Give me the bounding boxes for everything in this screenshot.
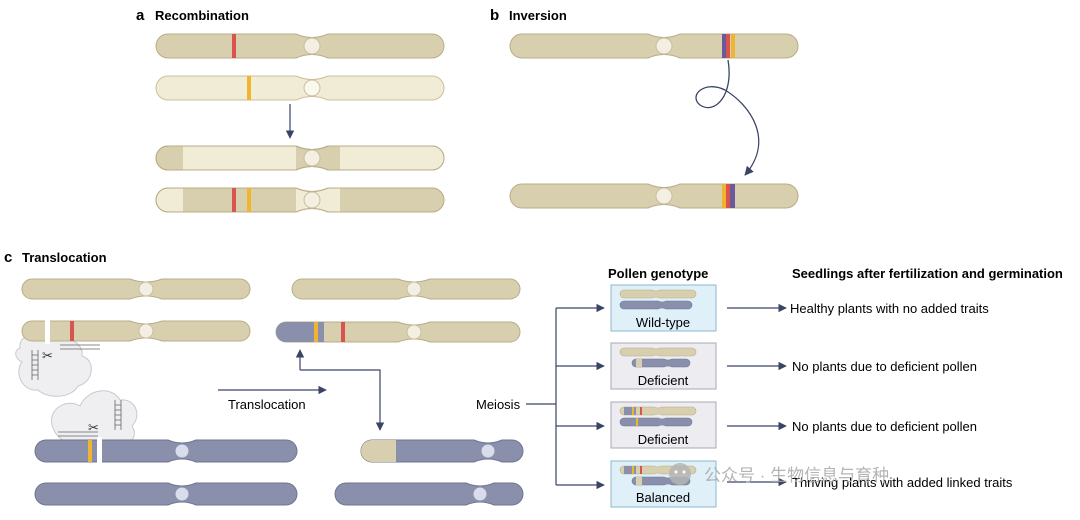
meiosis-branch-lines xyxy=(526,308,557,485)
centromere xyxy=(303,79,321,97)
outcome-label-1: Healthy plants with no added traits xyxy=(790,301,989,316)
centromere xyxy=(138,323,154,339)
genotype-label: Deficient xyxy=(638,432,689,447)
centromere xyxy=(655,37,673,55)
chromosome-c8 xyxy=(334,482,524,506)
purple-marker xyxy=(730,184,735,208)
scissors-icon: ✂ xyxy=(88,420,99,435)
translocation-label: Translocation xyxy=(228,397,306,412)
centromere xyxy=(303,191,321,209)
red-marker xyxy=(726,34,730,58)
genotype-box-wild-type: Wild-type xyxy=(610,284,717,332)
panel-b: b Inversion xyxy=(490,7,799,209)
centromere xyxy=(138,281,154,297)
yellow-marker xyxy=(88,440,92,462)
red-marker xyxy=(726,184,730,208)
meiosis-label: Meiosis xyxy=(476,397,521,412)
panel-b-title: Inversion xyxy=(509,8,567,23)
chromosome-c4 xyxy=(34,482,298,506)
genotype-box-deficient-2: Deficient xyxy=(610,401,717,449)
cut-gap xyxy=(97,437,102,465)
yellow-marker xyxy=(247,76,251,100)
centromere xyxy=(472,486,488,502)
centromere xyxy=(406,324,422,340)
yellow-marker xyxy=(247,188,251,212)
centromere xyxy=(174,443,190,459)
chromosome-b2 xyxy=(509,183,799,209)
chromosome-a3 xyxy=(155,145,445,171)
genotype-label: Wild-type xyxy=(636,315,690,330)
centromere xyxy=(480,443,496,459)
centromere xyxy=(303,37,321,55)
wechat-icon xyxy=(669,463,691,485)
panel-c: c Translocation ✂ ✂ xyxy=(4,249,1063,508)
outcome-label-3: No plants due to deficient pollen xyxy=(792,419,977,434)
cut-site-bubble-bottom xyxy=(51,390,138,446)
genotype-label: Balanced xyxy=(636,490,690,505)
genotype-label: Deficient xyxy=(638,373,689,388)
cut-gap xyxy=(45,318,50,344)
chromosome-c1 xyxy=(21,278,251,300)
centromere xyxy=(655,187,673,205)
pollen-genotype-header: Pollen genotype xyxy=(608,266,708,281)
chromosome-a2 xyxy=(155,75,445,101)
yellow-marker xyxy=(722,184,726,208)
red-marker xyxy=(70,321,74,341)
chromosome-a4 xyxy=(155,187,445,213)
chromosome-a1 xyxy=(155,33,445,59)
genotype-box-deficient-1: Deficient xyxy=(610,342,717,390)
watermark: 公众号 · 生物信息与育种 xyxy=(669,463,889,485)
panel-a: a Recombination xyxy=(136,7,445,213)
panel-b-letter: b xyxy=(490,7,499,24)
chromosome-c7 xyxy=(360,439,524,463)
yellow-marker xyxy=(314,322,318,342)
yellow-marker xyxy=(731,34,735,58)
watermark-text: 公众号 · 生物信息与育种 xyxy=(704,466,889,485)
red-marker xyxy=(232,34,236,58)
outcome-label-4: Thriving plants with added linked traits xyxy=(792,475,1013,490)
panel-a-title: Recombination xyxy=(155,8,249,23)
centromere xyxy=(174,486,190,502)
inversion-loop-arrow xyxy=(695,59,760,176)
red-marker xyxy=(232,188,236,212)
centromere xyxy=(303,149,321,167)
red-marker xyxy=(341,322,345,342)
scissors-icon: ✂ xyxy=(42,348,53,363)
dna-strand-icon xyxy=(31,344,100,380)
chromosome-b1 xyxy=(509,33,799,59)
centromere xyxy=(406,281,422,297)
arrow-exchange xyxy=(300,369,385,431)
panel-c-letter: c xyxy=(4,249,12,266)
outcome-label-2: No plants due to deficient pollen xyxy=(792,359,977,374)
chromosome-c5 xyxy=(291,278,521,300)
purple-marker xyxy=(722,34,726,58)
panel-a-letter: a xyxy=(136,7,145,24)
chromosome-c6 xyxy=(275,321,521,343)
seedlings-header: Seedlings after fertilization and germin… xyxy=(792,266,1063,281)
genotype-box-balanced: Balanced xyxy=(610,460,717,508)
dna-strand-icon xyxy=(58,400,122,437)
chromosome-c2 xyxy=(21,318,251,344)
panel-c-title: Translocation xyxy=(22,250,107,265)
chromosome-c3 xyxy=(34,437,298,465)
